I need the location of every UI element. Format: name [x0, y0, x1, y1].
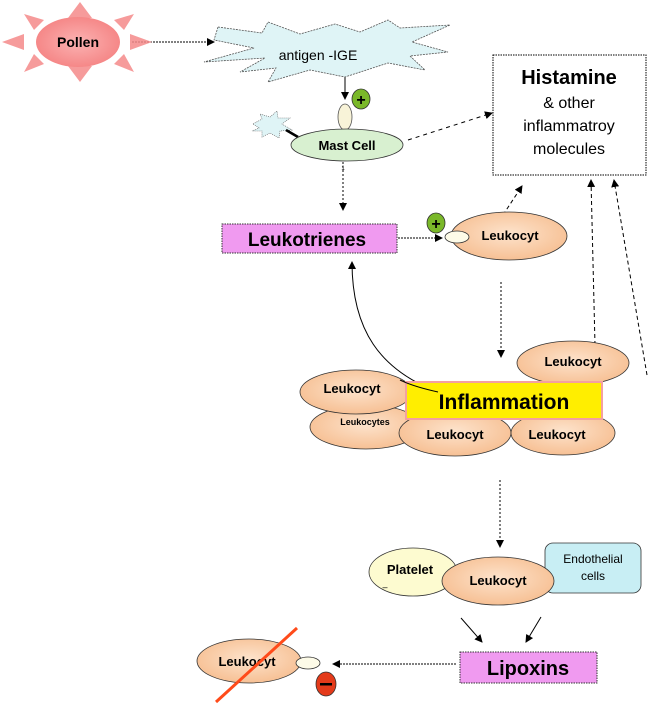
leukocyt-bottom-mid-label: Leukocyt — [426, 427, 484, 442]
plus-badge-text: + — [431, 216, 440, 233]
edge-leukocyt-histamine — [502, 185, 523, 216]
leukocyt-lower-label: Leukocyt — [469, 573, 527, 588]
endothelial-node[interactable]: Endothelial cells — [544, 542, 642, 594]
mastcell-node[interactable]: Mast Cell 1 — [290, 128, 404, 172]
platelet-label: Platelet — [387, 562, 434, 577]
plus-icon — [351, 88, 371, 110]
histamine-title: Histamine — [521, 67, 617, 89]
leukotrienes-box — [221, 223, 398, 254]
platelet-node[interactable]: Platelet – — [368, 547, 458, 597]
plus-badge-mastcell: + — [351, 88, 371, 110]
endothelial-box — [544, 542, 642, 594]
inflammation-box — [405, 381, 603, 420]
leukocyt-lower-body — [441, 556, 555, 606]
leukotrienes-node[interactable]: Leukotrienes — [221, 223, 398, 254]
antigen-label: antigen -IGE — [279, 47, 358, 63]
mastcell-antigen-small — [251, 110, 299, 139]
plus-icon — [426, 212, 446, 234]
plus-badge-leukocyt: + — [426, 212, 446, 234]
leukocyt-inhibited-label: Leukocyt — [218, 654, 276, 669]
leukocyt-left-label: Leukocyt — [323, 381, 381, 396]
mastcell-body — [290, 128, 404, 162]
leukocyt-inhibited-node[interactable]: Leukocyt — [196, 626, 321, 704]
leukocyt-left-node[interactable]: Leukocyt — [299, 369, 413, 415]
leukocyt-lower-node[interactable]: Leukocyt — [441, 556, 555, 606]
leukotrienes-label: Leukotrienes — [248, 230, 366, 251]
plus-badge-text: + — [356, 92, 365, 109]
histamine-line2: & other — [543, 95, 595, 112]
edge-leukocyt-right-histamine — [587, 179, 596, 346]
antigen-node[interactable]: antigen -IGE — [203, 19, 451, 83]
platelet-mark: – — [382, 582, 387, 592]
leukocyt-right-label: Leukocyt — [544, 354, 602, 369]
inflammation-node[interactable]: Inflammation — [405, 381, 603, 420]
inflammation-label: Inflammation — [439, 391, 570, 414]
pollen-label: Pollen — [57, 34, 99, 50]
pollen-rays — [2, 2, 152, 82]
mastcell-label: Mast Cell — [318, 138, 375, 153]
leukocyt-inhibited-receptor — [295, 656, 321, 670]
curve-over-box — [399, 379, 439, 393]
minus-bar — [320, 683, 332, 686]
endothelial-line2: cells — [581, 569, 605, 583]
leukocyt-upper-receptor — [444, 230, 470, 244]
edge-leukocyt-lipoxins — [460, 617, 483, 643]
leukocyt-upper-label: Leukocyt — [481, 228, 539, 243]
antigen-burst — [203, 19, 451, 83]
leukocyt-right-node[interactable]: Leukocyt — [516, 340, 630, 386]
lipoxins-label: Lipoxins — [487, 658, 569, 680]
leukocyt-bottom-right-node[interactable]: Leukocyt — [510, 410, 616, 456]
histamine-node[interactable]: Histamine & other inflammatroy molecules — [492, 54, 647, 176]
mastcell-index: 1 — [341, 166, 345, 172]
minus-badge — [315, 671, 337, 697]
histamine-box — [492, 54, 647, 176]
leukocytes-small-label: Leukocytes — [340, 417, 390, 427]
lipoxins-node[interactable]: Lipoxins — [459, 651, 598, 684]
histamine-line4: molecules — [533, 141, 605, 158]
leukocyt-bottom-right-label: Leukocyt — [528, 427, 586, 442]
endothelial-line1: Endothelial — [563, 552, 622, 566]
histamine-line3: inflammatroy — [523, 118, 615, 135]
strike-through-line — [214, 626, 299, 704]
inflammation-cluster: Leukocyt Leukocytes Leukocyt Leukocyt Le… — [299, 340, 630, 457]
lipoxins-box — [459, 651, 598, 684]
edge-inflammation-histamine — [611, 179, 648, 376]
pollen-node[interactable]: Pollen — [2, 2, 152, 82]
leukocyt-upper-node[interactable]: Leukocyt — [444, 211, 568, 261]
edge-mastcell-histamine — [407, 111, 493, 141]
pollen-body — [36, 17, 120, 67]
edge-endothelial-lipoxins — [525, 616, 542, 643]
mastcell-receptor — [337, 103, 353, 131]
